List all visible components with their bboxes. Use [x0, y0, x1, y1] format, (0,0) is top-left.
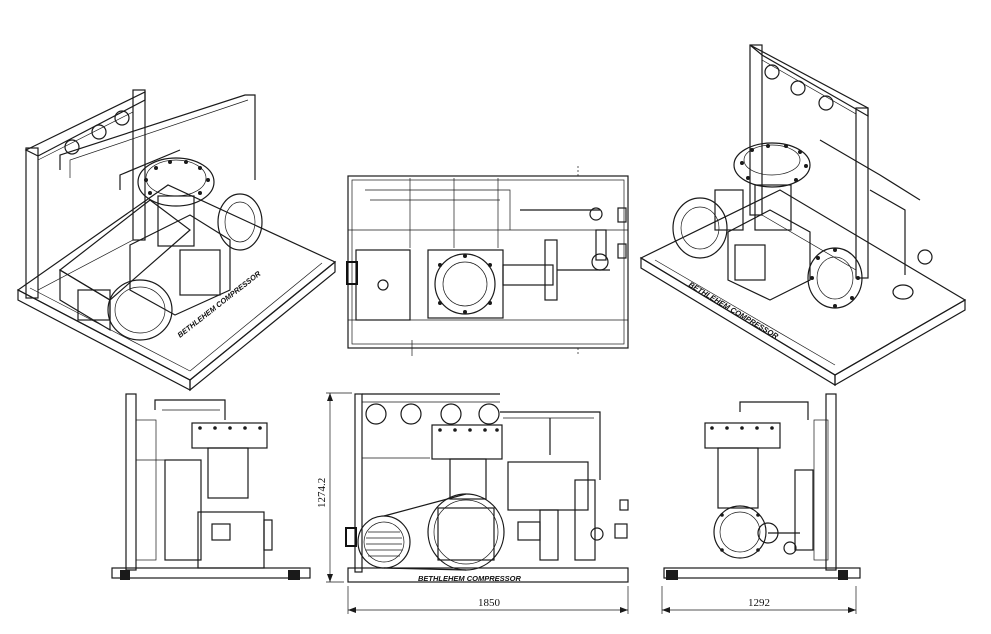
top-view: [346, 166, 629, 356]
side-view-left: [111, 393, 311, 580]
front-view: BETHLEHEM COMPRESSOR: [345, 393, 629, 583]
dimension-height: 1274.2: [316, 392, 352, 583]
isometric-view-right: BETHLEHEM COMPRESSOR: [639, 44, 967, 387]
front-width-dimension-label: 1850: [478, 597, 501, 609]
side-view-right: [663, 393, 861, 580]
height-dimension-label: 1274.2: [316, 478, 328, 508]
isometric-view-left: BETHLEHEM COMPRESSOR: [16, 89, 337, 392]
iso-right-stamp: BETHLEHEM COMPRESSOR: [687, 280, 780, 341]
dimension-width-front: 1850: [347, 586, 629, 614]
front-stamp: BETHLEHEM COMPRESSOR: [418, 574, 522, 583]
side-width-dimension-label: 1292: [748, 597, 770, 609]
dimension-width-side: 1292: [661, 586, 857, 614]
iso-left-stamp: BETHLEHEM COMPRESSOR: [176, 269, 263, 340]
